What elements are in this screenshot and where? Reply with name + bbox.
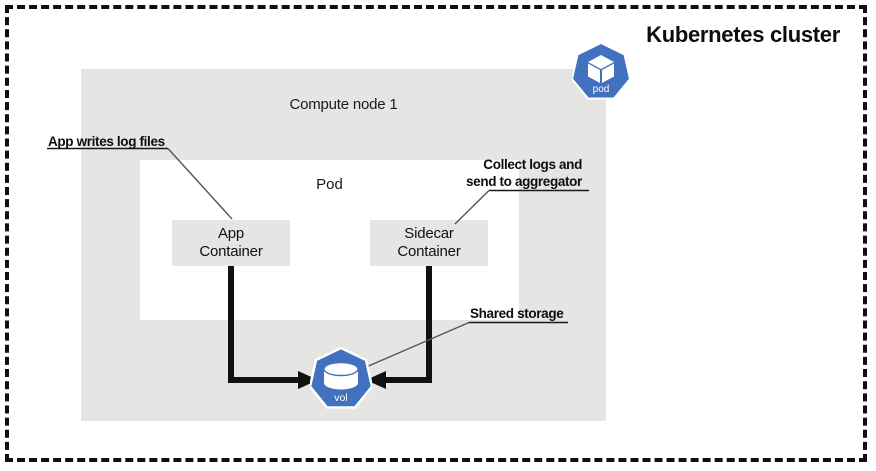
- volume-icon: vol: [308, 346, 374, 413]
- sidecar-container-label-line1: Sidecar: [404, 224, 454, 242]
- annotation-app-writes-log-files: App writes log files: [48, 133, 165, 150]
- pod-icon: pod: [570, 41, 632, 104]
- annotation-collect-line2: send to aggregator: [466, 174, 582, 190]
- app-container-label: App Container: [199, 225, 262, 262]
- app-container-label-line1: App: [217, 224, 245, 242]
- annotation-shared-storage-line1: Shared storage: [470, 306, 564, 321]
- pod-label: Pod: [316, 176, 343, 193]
- sidecar-container-label: Sidecar Container: [397, 225, 460, 262]
- pod-icon-svg: pod: [570, 41, 632, 100]
- annotation-shared-storage: Shared storage: [470, 305, 564, 322]
- sidecar-container-box: Sidecar Container: [370, 220, 488, 266]
- cylinder-glyph: [323, 361, 359, 390]
- app-container-label-line2: Container: [199, 243, 263, 260]
- page-title: Kubernetes cluster: [646, 22, 840, 47]
- annotation-collect-line1: Collect logs and: [483, 157, 582, 172]
- annotation-app-writes-line1: App writes log files: [48, 134, 165, 149]
- cube-glyph: [588, 55, 614, 83]
- pod-icon-caption: pod: [593, 84, 610, 95]
- app-container-box: App Container: [172, 220, 290, 266]
- annotation-collect-logs: Collect logs and send to aggregator: [466, 156, 582, 191]
- volume-icon-svg: vol: [308, 346, 374, 409]
- sidecar-container-label-line2: Container: [397, 243, 461, 260]
- compute-node-label: Compute node 1: [289, 96, 398, 113]
- kubernetes-cluster-boundary: [5, 5, 867, 462]
- volume-icon-caption: vol: [334, 392, 347, 404]
